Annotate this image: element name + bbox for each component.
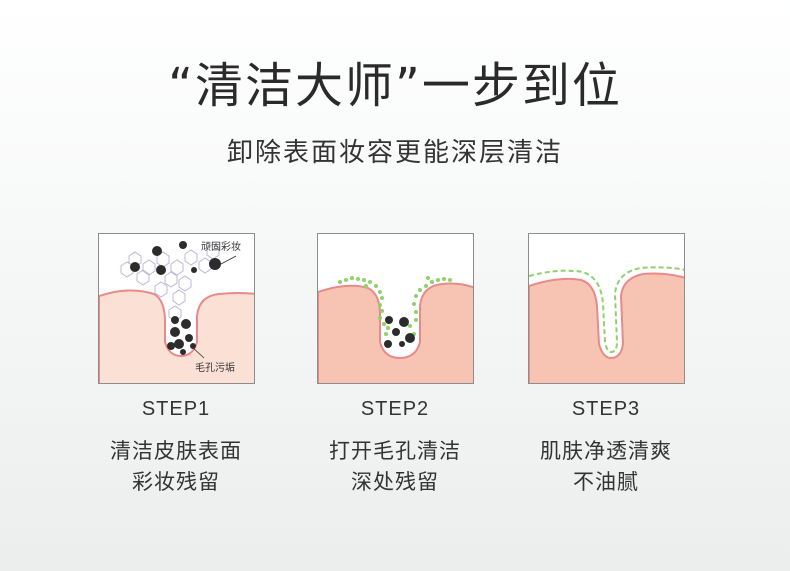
clean-pore-illustration	[529, 266, 684, 383]
page-subtitle: 卸除表面妆容更能深层清洁	[226, 138, 563, 168]
step1-description-line1: 清洁皮肤表面	[110, 439, 242, 463]
step3-label: STEP3	[571, 398, 641, 420]
skin-pore-opening-illustration	[318, 276, 473, 383]
step3-description-line2: 不油腻	[573, 470, 639, 494]
step2-description: 打开毛孔清洁 深处残留	[285, 436, 505, 498]
cleansing-bubbles	[338, 276, 452, 336]
step1-description: 清洁皮肤表面 彩妆残留	[66, 436, 286, 498]
step1-illustration: 顽固彩妆 毛孔污垢	[98, 233, 255, 384]
step3-description: 肌肤净透清爽 不油腻	[496, 436, 716, 498]
makeup-hexagons	[120, 243, 220, 322]
step1-label: STEP1	[141, 398, 211, 420]
clean-outline	[529, 266, 684, 354]
step2-illustration	[317, 233, 474, 384]
makeup-dirt-particles	[130, 241, 221, 355]
page-title: “清洁大师”一步到位	[168, 58, 622, 114]
loosened-dirt-particles	[384, 316, 415, 348]
step3-description-line1: 肌肤净透清爽	[540, 439, 672, 463]
step3-illustration	[528, 233, 685, 384]
makeup-label: 顽固彩妆	[201, 242, 241, 253]
step2-description-line2: 深处残留	[351, 470, 439, 494]
pore-dirt-label: 毛孔污垢	[195, 363, 235, 374]
step2-label: STEP2	[360, 398, 430, 420]
skin-pore-makeup-illustration	[99, 241, 254, 383]
step1-description-line2: 彩妆残留	[132, 470, 220, 494]
step2-description-line1: 打开毛孔清洁	[329, 439, 461, 463]
